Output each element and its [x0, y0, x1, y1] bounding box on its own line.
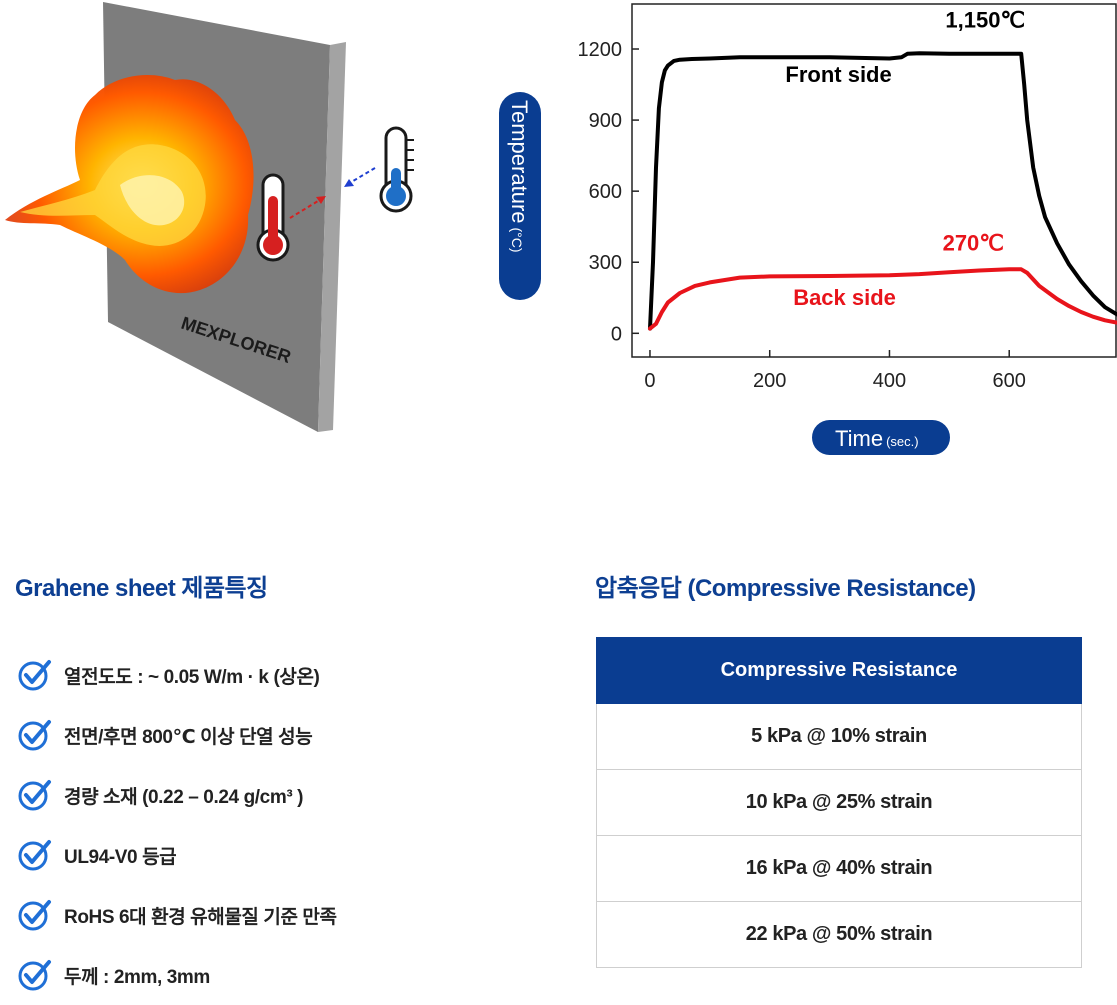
compressive-table: Compressive Resistance 5 kPa @ 10% strai…	[596, 637, 1082, 968]
table-row: 5 kPa @ 10% strain	[596, 703, 1082, 770]
x-tick-label: 400	[873, 370, 906, 392]
y-tick-label: 1200	[578, 39, 623, 61]
feature-text: 두께 : 2mm, 3mm	[64, 966, 210, 988]
table-cell: 16 kPa @ 40% strain	[596, 835, 1082, 902]
table-cell: 22 kPa @ 50% strain	[596, 901, 1082, 968]
feature-text: 열전도도 : ~ 0.05 W/m · k (상온)	[64, 666, 320, 688]
panel-edge	[318, 42, 346, 432]
check-icon	[18, 900, 51, 931]
list-item: UL94-V0 등급	[18, 825, 337, 885]
table-row: 10 kPa @ 25% strain	[596, 769, 1082, 836]
y-tick-label: 900	[589, 110, 622, 132]
table-cell: 5 kPa @ 10% strain	[596, 703, 1082, 770]
check-icon	[18, 660, 51, 691]
table-row: 22 kPa @ 50% strain	[596, 901, 1082, 968]
feature-text: 경량 소재 (0.22 – 0.24 g/cm³ )	[64, 786, 304, 808]
list-item: 열전도도 : ~ 0.05 W/m · k (상온)	[18, 645, 337, 705]
x-tick-label: 600	[993, 370, 1026, 392]
y-axis-label: Temperature(°C)	[507, 100, 532, 253]
feature-list: 열전도도 : ~ 0.05 W/m · k (상온) 전면/후면 800℃ 이상…	[18, 645, 337, 1005]
y-tick-label: 300	[589, 252, 622, 274]
back-side-line	[648, 267, 1117, 331]
temperature-chart: 0 300 600 900 1200 0 200 400 600 1,150℃ Front sid…	[499, 3, 1117, 455]
table-header: Compressive Resistance	[596, 637, 1082, 704]
cool-flow-arrow	[347, 167, 376, 185]
fire-icon	[5, 75, 254, 294]
table-header-row: Compressive Resistance	[596, 637, 1082, 704]
list-item: 경량 소재 (0.22 – 0.24 g/cm³ )	[18, 765, 337, 825]
feature-text: RoHS 6대 환경 유해물질 기준 만족	[64, 906, 337, 928]
plot-frame	[631, 3, 1117, 358]
chart-annotation: 270℃	[943, 230, 1004, 255]
x-tick-label: 0	[644, 370, 655, 392]
compressive-title: 압축응답 (Compressive Resistance)	[595, 575, 976, 602]
y-axis-pill: Temperature(°C)	[499, 92, 541, 300]
check-icon	[18, 720, 51, 751]
chart-annotation: 1,150℃	[945, 8, 1025, 33]
front-side-line	[648, 51, 1117, 331]
y-tick-label: 0	[611, 323, 622, 345]
feature-text: UL94-V0 등급	[64, 846, 177, 868]
x-axis-label: Time(sec.)	[835, 426, 919, 451]
list-item: 전면/후면 800℃ 이상 단열 성능	[18, 705, 337, 765]
table-row: 16 kPa @ 40% strain	[596, 835, 1082, 902]
x-tick-label: 200	[753, 370, 786, 392]
chart-annotation: Front side	[785, 62, 891, 87]
feature-text: 전면/후면 800℃ 이상 단열 성능	[64, 726, 313, 748]
table-cell: 10 kPa @ 25% strain	[596, 769, 1082, 836]
check-icon	[18, 780, 51, 811]
cold-thermometer-icon	[379, 126, 414, 213]
list-item: RoHS 6대 환경 유해물질 기준 만족	[18, 885, 337, 945]
list-item: 두께 : 2mm, 3mm	[18, 945, 337, 1005]
x-axis-pill: Time(sec.)	[812, 420, 950, 455]
check-icon	[18, 960, 51, 991]
fire-panel-illustration: MEXPLORER	[5, 2, 414, 432]
features-title: Grahene sheet 제품특징	[15, 575, 268, 602]
hot-thermometer-icon	[256, 173, 290, 262]
y-tick-label: 600	[589, 181, 622, 203]
check-icon	[18, 840, 51, 871]
chart-annotation: Back side	[793, 285, 896, 310]
